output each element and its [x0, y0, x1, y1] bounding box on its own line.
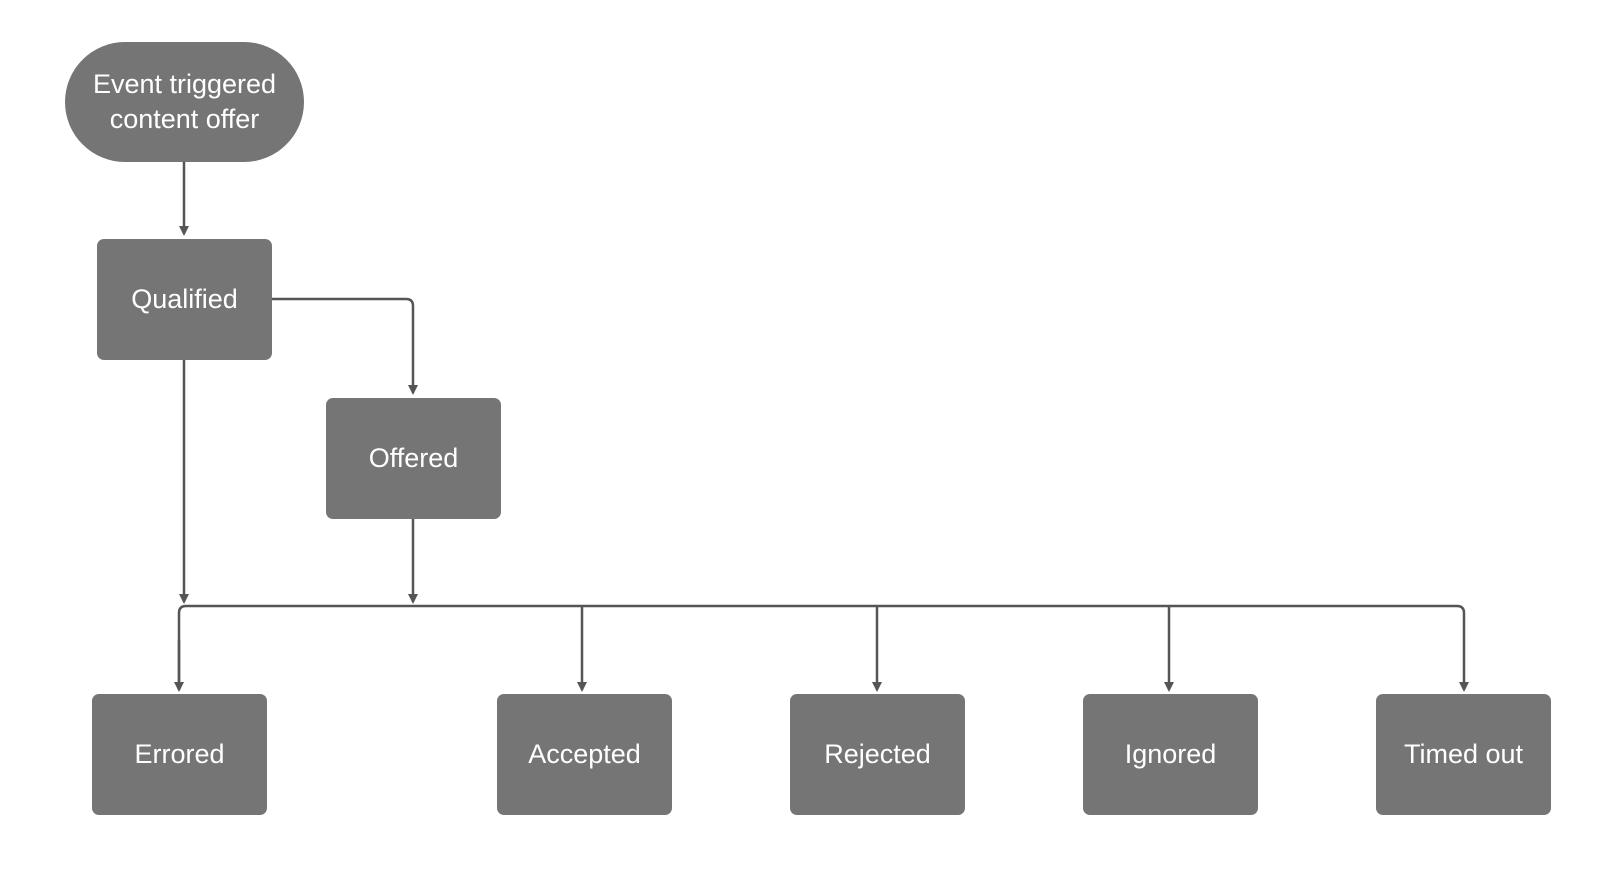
- outcome-bus: [177, 604, 1469, 692]
- node-errored: Errored: [92, 694, 267, 815]
- node-offered: Offered: [326, 398, 501, 519]
- node-accepted-label: Accepted: [528, 739, 641, 769]
- node-qualified: Qualified: [97, 239, 272, 360]
- node-start-label: Event triggered content offer: [92, 69, 277, 134]
- node-timed-out: Timed out: [1376, 694, 1551, 815]
- node-rejected: Rejected: [790, 694, 965, 815]
- node-timed-out-label: Timed out: [1403, 739, 1524, 769]
- node-start-event-triggered-content-offer: Event triggered content offer: [65, 42, 304, 162]
- node-rejected-label: Rejected: [824, 739, 931, 769]
- node-accepted: Accepted: [497, 694, 672, 815]
- node-ignored-label: Ignored: [1124, 739, 1217, 769]
- node-errored-label: Errored: [134, 739, 225, 769]
- node-qualified-label: Qualified: [131, 284, 238, 314]
- connector-qualified-to-offered: [272, 297, 418, 395]
- node-ignored: Ignored: [1083, 694, 1258, 815]
- node-offered-label: Offered: [368, 443, 459, 473]
